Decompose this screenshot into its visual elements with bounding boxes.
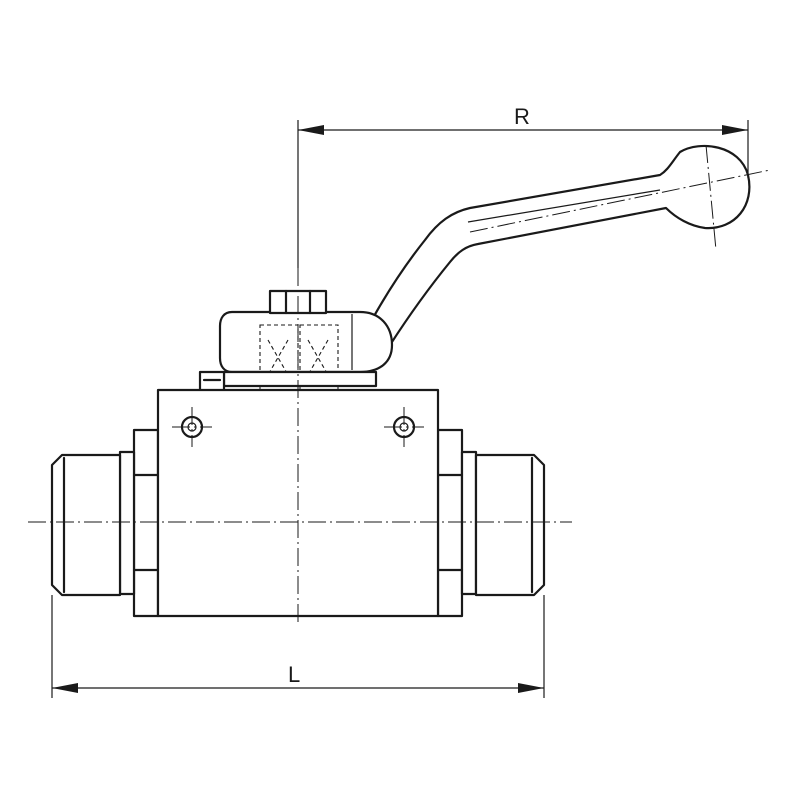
handle-boss — [218, 310, 394, 374]
top-plate — [198, 370, 378, 394]
dimension-l-label: L — [288, 662, 300, 687]
dimension-r — [297, 120, 749, 268]
mounting-hole-left — [172, 407, 212, 447]
right-connector — [436, 428, 546, 618]
handle-lever — [360, 144, 751, 370]
left-connector — [50, 428, 160, 618]
dimension-r-label: R — [514, 104, 530, 129]
dimension-l — [51, 595, 545, 698]
center-lines — [28, 144, 771, 625]
mounting-hole-right — [384, 407, 424, 447]
